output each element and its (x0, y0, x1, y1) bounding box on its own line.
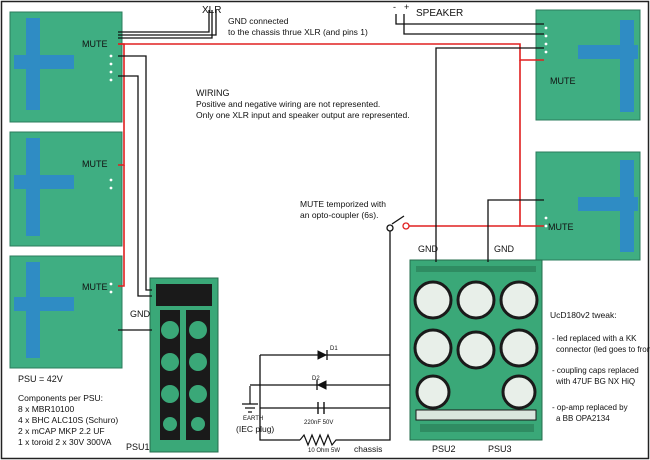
d2-label: D2 (312, 376, 320, 382)
amp-board-left-2 (9, 131, 123, 247)
amp-board-left-3 (9, 255, 123, 369)
component-2: 4 x BHC ALC10S (Schuro) (18, 415, 118, 425)
mute-label-right-2: MUTE (548, 222, 574, 232)
earth-icon (242, 386, 258, 413)
signal-wires-black (118, 10, 544, 441)
speaker-plus: + (404, 2, 409, 12)
wiring-line-2: Only one XLR input and speaker output ar… (196, 110, 410, 120)
mute-temp-1: MUTE temporized with (300, 199, 386, 209)
component-4: 1 x toroid 2 x 30V 300VA (18, 437, 112, 447)
res-label: 10 Ohm 5W (308, 448, 340, 454)
iec-label: (IEC plug) (236, 424, 274, 434)
mute-label-left-2: MUTE (82, 159, 108, 169)
mute-label-left-3: MUTE (82, 282, 108, 292)
psu23-board (409, 259, 543, 441)
tweak-1a: - led replaced with a KK (552, 334, 637, 343)
chassis-label: chassis (354, 444, 382, 454)
diode-d1 (317, 350, 328, 360)
capacitor (317, 402, 325, 414)
psu2-label: PSU2 (432, 444, 456, 454)
mute-label-right-1: MUTE (550, 76, 576, 86)
tweak-3a: - op-amp replaced by (552, 403, 628, 412)
mute-label-left-1: MUTE (82, 39, 108, 49)
wiring-line-1: Positive and negative wiring are not rep… (196, 99, 380, 109)
diode-d2 (316, 380, 327, 390)
psu-voltage: PSU = 42V (18, 374, 63, 384)
psu1-board (149, 277, 219, 453)
mute-wire-red (118, 43, 544, 287)
tweak-2a: - coupling caps replaced (552, 366, 639, 375)
speaker-label: SPEAKER (416, 8, 463, 19)
earth-label: EARTH (243, 416, 263, 422)
gnd-label-psu3: GND (494, 244, 515, 254)
tweak-2b: with 47UF BG NX HiQ (555, 377, 635, 386)
gnd-note-1: GND connected (228, 16, 289, 26)
gnd-note-2: to the chassis thrue XLR (and pins 1) (228, 27, 368, 37)
mute-temp-2: an opto-coupler (6s). (300, 210, 378, 220)
psu1-label: PSU1 (126, 442, 150, 452)
amp-board-right-1 (535, 9, 641, 121)
psu3-label: PSU3 (488, 444, 512, 454)
tweak-3b: a BB OPA2134 (556, 414, 610, 423)
amp-board-left-1 (9, 11, 123, 123)
tweak-1b: connector (led goes to front) (556, 345, 650, 354)
resistor (299, 433, 356, 447)
opto-switch (386, 215, 410, 232)
gnd-label-psu2: GND (418, 244, 439, 254)
speaker-minus: - (393, 2, 396, 12)
cap-label: 220nF 50V (304, 420, 333, 426)
component-1: 8 x MBR10100 (18, 404, 74, 414)
tweak-title: UcD180v2 tweak: (550, 310, 617, 320)
components-title: Components per PSU: (18, 393, 103, 403)
component-3: 2 x mCAP MKP 2.2 UF (18, 426, 105, 436)
gnd-label-psu1: GND (130, 309, 151, 319)
xlr-label: XLR (202, 5, 221, 16)
amp-board-right-2 (535, 151, 641, 261)
wiring-title: WIRING (196, 88, 230, 98)
d1-label: D1 (330, 346, 338, 352)
